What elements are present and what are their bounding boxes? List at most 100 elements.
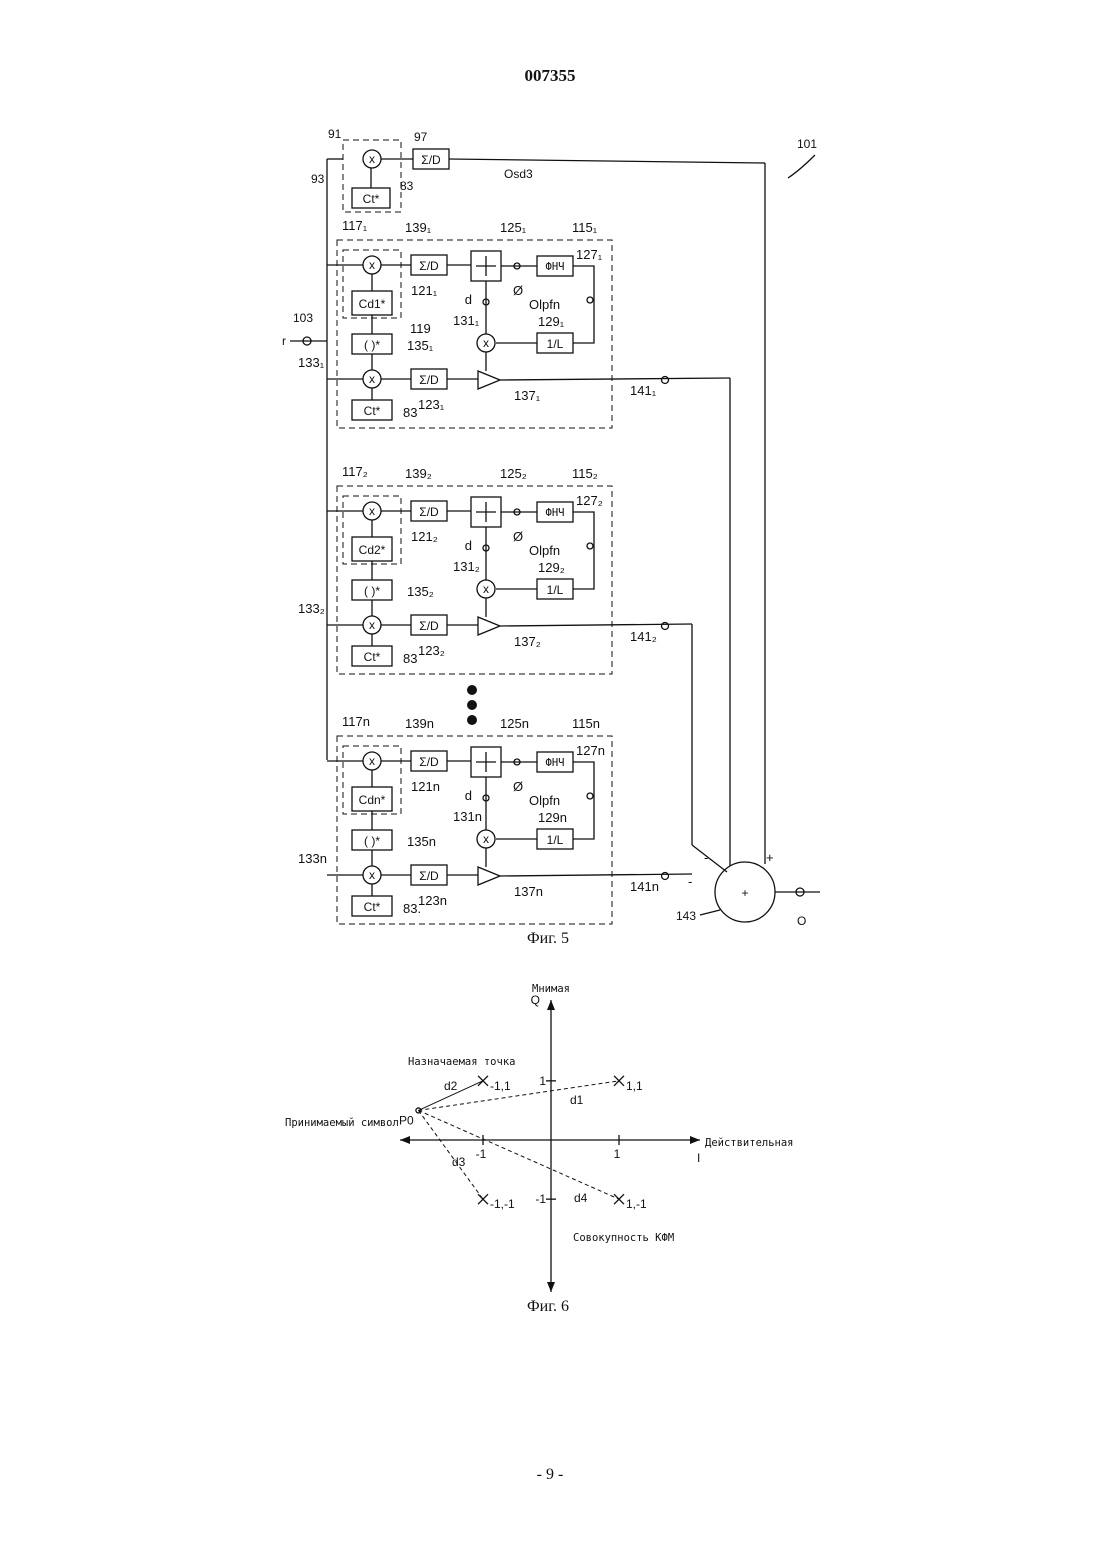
ref-97: 97 (414, 130, 428, 144)
pilot-code-label: Ct* (364, 650, 381, 664)
spreading-code-label: Cdn* (359, 793, 386, 807)
phase-symbol: Ø (513, 779, 523, 794)
spreading-code-label: Cd2* (359, 543, 386, 557)
constellation-point: -1,-1 (478, 1194, 515, 1211)
sum-block-2-label: Σ/D (419, 373, 439, 387)
inverse-block-label: 1/L (547, 337, 564, 351)
summer-center-sign: + (741, 886, 748, 900)
ref-conj: 135₁ (407, 338, 434, 353)
ref-83: 83 (403, 405, 417, 420)
figure-5-block-diagram: x Ct* Σ/D 91 97 93 83 Osd3 101 103 r xCd… (0, 0, 1100, 960)
svg-text:x: x (369, 618, 375, 632)
tick-q-pos: 1 (539, 1074, 546, 1088)
d-label: d (465, 292, 472, 307)
tick-i-neg: -1 (476, 1147, 487, 1161)
ref-sum2: 123₁ (418, 397, 445, 412)
summer-plus-sign: + (766, 850, 774, 865)
distance-label: d3 (452, 1155, 466, 1169)
ref-sum1: 121₁ (411, 283, 438, 298)
ref-103: 103 (293, 311, 313, 325)
distance-label: d2 (444, 1079, 458, 1093)
svg-text:x: x (483, 582, 489, 596)
summer-minus-sign-b: - (688, 874, 692, 889)
figure-6-caption: Фиг. 6 (527, 1298, 569, 1316)
sum-block-2-label: Σ/D (419, 619, 439, 633)
assigned-point-label: Назначаемая точка (408, 1056, 515, 1068)
ref-output: 141₂ (630, 629, 657, 644)
constellation-point: -1,1 (478, 1076, 511, 1093)
ref-83-top: 83 (400, 179, 414, 193)
constellation-point-label: -1,1 (490, 1079, 511, 1093)
ref-mult: 117₂ (342, 464, 368, 479)
ref-119: 119 (410, 321, 431, 336)
top-code-label: Ct* (363, 192, 380, 206)
input-r-label: r (282, 334, 286, 348)
svg-text:x: x (369, 372, 375, 386)
output-summer: + O 143 + - - (676, 378, 820, 928)
conjugate-block-label: ( )* (364, 834, 380, 848)
ref-inverse: 129n (538, 810, 567, 825)
ref-group: 139₂ (405, 466, 432, 481)
lpf-block-label: ФНЧ (546, 757, 565, 769)
sum-block-2-label: Σ/D (419, 869, 439, 883)
ref-inverse: 129₁ (538, 314, 565, 329)
distance-label: d4 (574, 1191, 588, 1205)
phase-symbol: Ø (513, 529, 523, 544)
ref-amp: 137n (514, 884, 543, 899)
ref-sum2: 123₂ (418, 643, 445, 658)
sum-block-1-label: Σ/D (419, 505, 439, 519)
constellation-point-label: 1,-1 (626, 1197, 647, 1211)
finger-unit-1: xCd1*( )*xCt*Σ/DΣ/DФНЧ1/Lx117₁139₁115₁12… (298, 218, 730, 428)
tick-i-pos: 1 (614, 1147, 621, 1161)
svg-text:x: x (369, 152, 375, 166)
ref-101: 101 (797, 137, 817, 151)
lpf-block-label: ФНЧ (546, 507, 565, 519)
ref-divider: 125₂ (500, 466, 527, 481)
ref-sum1: 121n (411, 779, 440, 794)
ref-lpf: 127n (576, 743, 605, 758)
ref-lpf: 127₂ (576, 493, 603, 508)
finger-unit-2: xCd2*( )*xCt*Σ/DΣ/DФНЧ1/Lx117₂139₂115₂12… (298, 464, 692, 674)
constellation-point-label: 1,1 (626, 1079, 643, 1093)
d-label: d (465, 538, 472, 553)
i-axis-label: I (697, 1151, 700, 1165)
ref-group: 139₁ (405, 220, 432, 235)
spreading-code-label: Cd1* (359, 297, 386, 311)
constellation-point: 1,-1 (614, 1194, 647, 1211)
pilot-code-label: Ct* (364, 900, 381, 914)
conjugate-block-label: ( )* (364, 584, 380, 598)
ref-mult2: 131n (453, 809, 482, 824)
finger-unit-n: xCdn*( )*xCt*Σ/DΣ/DФНЧ1/Lx117n139n115n12… (298, 714, 692, 924)
constellation-point: 1,1 (614, 1076, 643, 1093)
lpf-output-label: Olpfn (529, 297, 560, 312)
summer-output-label: O (797, 914, 806, 928)
top-sum-label: Σ/D (421, 153, 441, 167)
ref-amp: 137₂ (514, 634, 541, 649)
ellipsis-dot (467, 715, 477, 725)
q-axis-name: Мнимая (532, 983, 570, 995)
ref-lpf: 127₁ (576, 247, 603, 262)
figure-5-caption: Фиг. 5 (527, 930, 569, 948)
phase-symbol: Ø (513, 283, 523, 298)
ref-mult3: 133₂ (298, 601, 325, 616)
ref-amp: 137₁ (514, 388, 541, 403)
constellation-set-label: Совокупность КФМ (573, 1232, 674, 1244)
page-number: - 9 - (0, 1466, 1100, 1484)
ref-divider: 125n (500, 716, 529, 731)
ref-group: 139n (405, 716, 434, 731)
ref-output: 141n (630, 879, 659, 894)
ref-unit: 115n (572, 716, 600, 731)
p0-label: P0 (399, 1113, 414, 1127)
ref-91: 91 (328, 127, 342, 141)
ref-conj: 135₂ (407, 584, 434, 599)
ref-83: 83. (403, 901, 421, 916)
constellation-point-label: -1,-1 (490, 1197, 515, 1211)
constellation-axes (400, 1000, 700, 1292)
svg-text:x: x (369, 868, 375, 882)
top-correlator-block: x Ct* Σ/D 91 97 93 83 Osd3 101 (311, 127, 817, 860)
svg-text:x: x (369, 258, 375, 272)
received-symbol-label: Принимаемый символ (285, 1117, 399, 1129)
conjugate-block-label: ( )* (364, 338, 380, 352)
svg-text:x: x (369, 504, 375, 518)
ref-mult2: 131₂ (453, 559, 480, 574)
